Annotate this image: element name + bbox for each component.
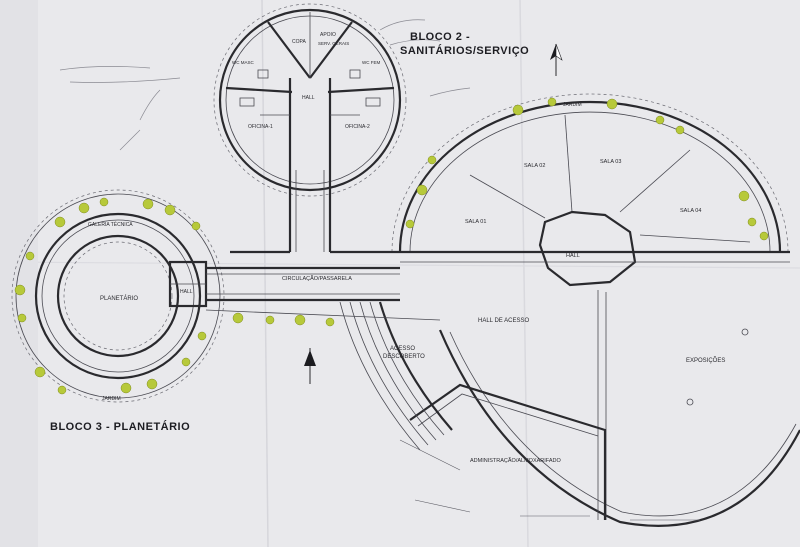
block-2-corridor xyxy=(288,170,332,252)
room-label-jardim-left: JARDIM xyxy=(102,396,121,402)
room-label-exposicoes: EXPOSIÇÕES xyxy=(686,357,725,364)
room-label-wc-masc: WC MASC xyxy=(232,60,254,65)
room-label-administracao: ADMINISTRAÇÃO/ALMOXARIFADO xyxy=(470,457,561,464)
paper-fold xyxy=(519,0,529,547)
main-building xyxy=(339,93,800,527)
room-label-copa: COPA xyxy=(292,39,306,45)
room-label-apoio: APOIO xyxy=(320,32,336,38)
block-3-title: BLOCO 3 - PLANETÁRIO xyxy=(50,420,190,433)
room-label-galeria-tecnica: GALERIA TÉCNICA xyxy=(88,221,133,228)
garden-foliage xyxy=(14,97,769,395)
paper-edge-shadow xyxy=(0,0,38,547)
room-label-acesso-line1: ACESSO xyxy=(390,346,415,352)
room-label-wc-fem: WC FEM xyxy=(362,60,380,65)
circulation-walkway xyxy=(205,250,441,321)
room-label-sala-03: SALA 03 xyxy=(600,159,621,165)
room-label-oficina-1: OFICINA-1 xyxy=(248,124,273,130)
room-label-hall-de-acesso: HALL DE ACESSO xyxy=(478,318,529,324)
room-label-hall-central: HALL xyxy=(566,253,580,259)
room-label-acesso-line2: DESCOBERTO xyxy=(383,354,425,360)
room-label-sala-01: SALA 01 xyxy=(465,219,486,225)
paper-fold xyxy=(0,261,800,269)
room-label-sala-04: SALA 04 xyxy=(680,208,701,214)
block-2-title-line1: BLOCO 2 - xyxy=(410,31,470,43)
section-arrow-icon xyxy=(304,348,316,384)
north-arrow-icon xyxy=(550,43,563,76)
room-label-oficina-2: OFICINA-2 xyxy=(345,124,370,130)
block-2-building xyxy=(213,3,407,197)
room-label-jardim-top: JARDIM xyxy=(563,102,582,108)
pencil-notes xyxy=(59,19,471,151)
block-3-planetarium xyxy=(11,189,225,403)
room-label-hall-block2: HALL xyxy=(302,95,315,101)
room-label-circulacao: CIRCULAÇÃO/PASSARELA xyxy=(282,275,352,282)
block-2-title-line2: SANITÁRIOS/SERVIÇO xyxy=(400,44,529,57)
room-label-planetario: PLANETÁRIO xyxy=(100,295,138,302)
dimension-marks xyxy=(399,439,700,521)
room-label-sala-02: SALA 02 xyxy=(524,163,545,169)
room-label-serv-gerais: SERV. GERAIS xyxy=(318,41,349,46)
room-label-hall-block3: HALL xyxy=(180,289,193,295)
